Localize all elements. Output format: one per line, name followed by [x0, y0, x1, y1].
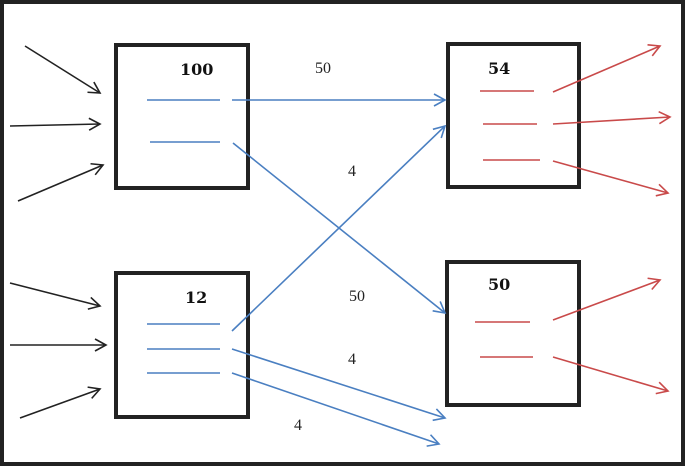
incoming-arrow [9, 117, 102, 131]
incoming-arrow [9, 282, 102, 310]
node-box-right-bottom [445, 260, 581, 407]
edge-label: 4 [348, 351, 356, 368]
incoming-arrow [17, 162, 105, 202]
outgoing-arrow [552, 110, 672, 125]
node-value-left-top: 100 [180, 60, 213, 79]
transfer-arrow [231, 348, 447, 422]
node-box-left-bottom [114, 271, 250, 419]
edge-label: 50 [349, 288, 365, 305]
incoming-arrow [24, 45, 102, 94]
node-value-right-top: 54 [488, 59, 510, 78]
transfer-arrow [231, 124, 447, 332]
outgoing-arrow [552, 44, 662, 93]
outgoing-arrow [552, 160, 670, 197]
edge-label: 4 [348, 163, 356, 180]
outgoing-arrow [552, 277, 662, 321]
outgoing-arrow [552, 356, 670, 395]
incoming-arrow [19, 386, 102, 419]
edge-label: 4 [294, 417, 302, 434]
transfer-arrow [231, 372, 441, 447]
node-box-right-top [446, 42, 581, 189]
node-box-left-top [114, 43, 250, 190]
node-value-left-bottom: 12 [185, 288, 207, 307]
node-value-right-bottom: 50 [488, 275, 510, 294]
edge-label: 50 [315, 60, 331, 77]
